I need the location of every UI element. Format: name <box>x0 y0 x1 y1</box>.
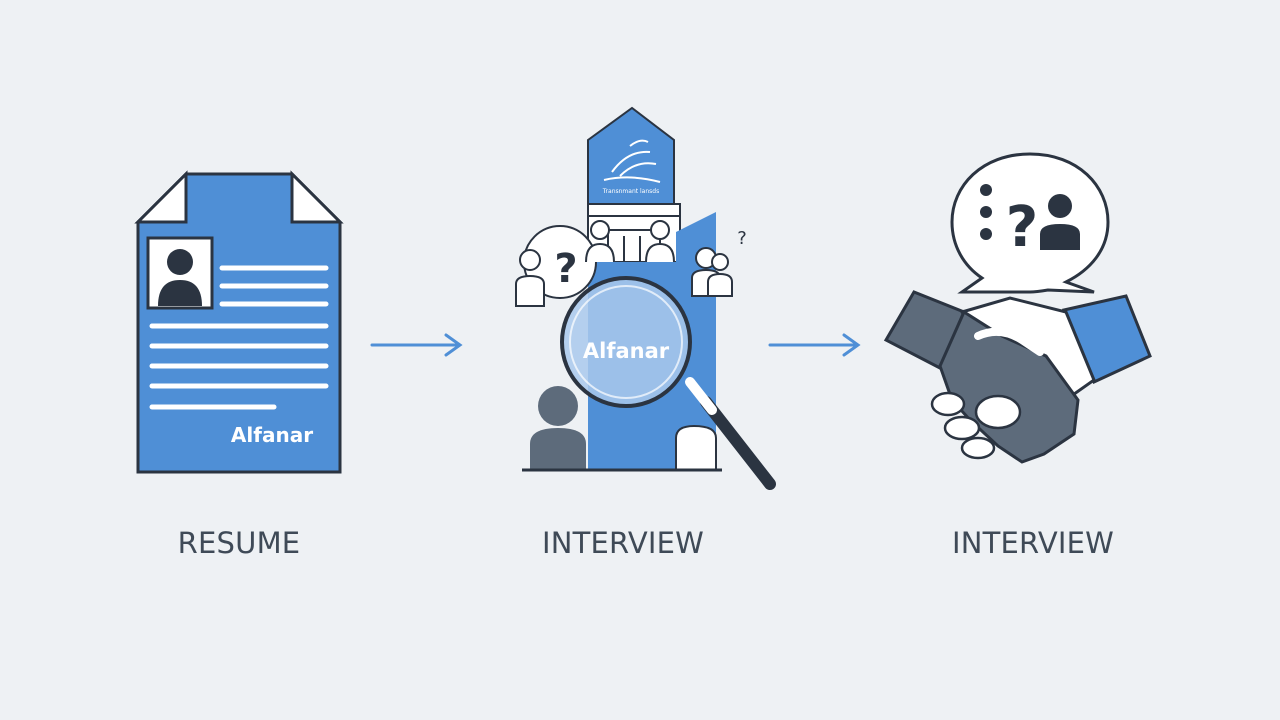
svg-text:?: ? <box>1006 195 1038 260</box>
search-building-icon: Transnmant lansds ? ? <box>515 106 776 490</box>
person-question-icon: ? <box>515 220 675 307</box>
magnifier-icon: Alfanar <box>560 276 776 490</box>
resume-text-lines <box>149 265 329 410</box>
arrow-right-icon-2 <box>768 333 861 357</box>
step-label-interview: INTERVIEW <box>541 526 705 560</box>
building-caption-text: Transnmant lansds <box>602 188 659 195</box>
svg-text:?: ? <box>737 228 747 249</box>
magnifier-brand-text: Alfanar <box>583 339 670 363</box>
profile-photo-icon <box>146 236 214 310</box>
fingers-icon <box>930 391 1022 460</box>
step-label-interview-2: INTERVIEW <box>951 526 1115 560</box>
building-logo-icon <box>603 139 661 183</box>
resume-document-icon: Alfanar <box>134 170 344 474</box>
svg-text:?: ? <box>554 246 577 292</box>
handshake-icon: ? <box>883 152 1152 464</box>
arrow-right-icon <box>370 333 463 357</box>
speech-bubble-icon: ? <box>950 152 1110 294</box>
person-silhouette-icon <box>530 386 586 470</box>
person-right-icon: ? <box>691 228 747 297</box>
resume-brand-text: Alfanar <box>231 423 313 447</box>
step-label-resume: RESUME <box>177 526 301 560</box>
